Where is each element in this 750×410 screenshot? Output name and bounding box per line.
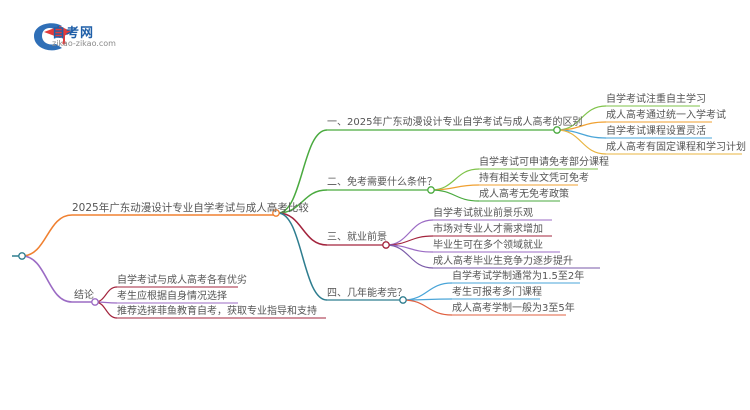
branch-connector [277,129,328,214]
branch-node [427,186,435,194]
item-connector [402,282,453,301]
conclusion-item: 自学考试与成人高考各有优劣 [117,275,247,286]
branch-connector [277,189,328,214]
start-node [18,252,26,260]
item-connector [556,129,607,155]
conclusion-item: 考生应根据自身情况选择 [117,291,227,302]
branch-1-item: 自学考试注重自主学习 [606,94,706,105]
branch-2-item: 成人高考无免考政策 [479,189,569,200]
branch-4-item: 自学考试学制通常为1.5至2年 [452,271,585,282]
branch-connector [277,212,328,301]
branch-4-title: 四、几年能考完？ [327,288,407,299]
logo-title: 自考网 [52,26,95,41]
branch-1-item: 自学考试课程设置灵活 [606,126,706,137]
conclusion-topic: 结论 [74,290,94,301]
branch-1-item: 成人高考通过统一入学考试 [606,110,726,121]
branch-1-item: 成人高考有固定课程和学习计划 [606,142,746,153]
item-connector [385,219,434,246]
branch-2-item: 自学考试可申请免考部分课程 [479,157,609,168]
branch-3-item: 市场对专业人才需求增加 [433,224,543,235]
branch-connector [277,212,328,246]
conclusion-item: 推荐选择菲鱼教育自考，获取专业指导和支持 [117,306,317,317]
root-connector [21,214,73,257]
branch-1-title: 一、2025年广东动漫设计专业自学考试与成人高考的区别 [327,117,583,128]
branch-2-item: 持有相关专业文凭可免考 [479,173,589,184]
root-node [272,209,280,217]
branch-3-item: 成人高考毕业生竞争力逐步提升 [433,256,573,267]
branch-node [399,296,407,304]
conclusion-item-connector [94,301,118,319]
branch-4-item: 成人高考学制一般为3至5年 [452,303,575,314]
logo [30,18,140,52]
branch-3-item: 毕业生可在多个领域就业 [433,240,543,251]
branch-3-title: 三、就业前景 [327,232,387,243]
branch-3-item: 自学考试就业前景乐观 [433,208,533,219]
root-topic: 2025年广东动漫设计专业自学考试与成人高考比较 [72,202,309,214]
conclusion-node [91,298,99,306]
conclusion-item-connector [94,286,118,303]
conclusion-connector [21,255,73,303]
item-connector [430,189,480,202]
item-connector [430,184,480,191]
item-connector [430,168,480,191]
logo-subtitle: zikao-zikao.com [52,39,116,48]
branch-node [553,126,561,134]
item-connector [385,244,434,269]
branch-4-item: 考生可报考多门课程 [452,287,542,298]
branch-2-title: 二、免考需要什么条件？ [327,177,437,188]
branch-node [382,241,390,249]
item-connector [402,299,453,316]
graduation-cap-logo-icon [34,23,72,51]
